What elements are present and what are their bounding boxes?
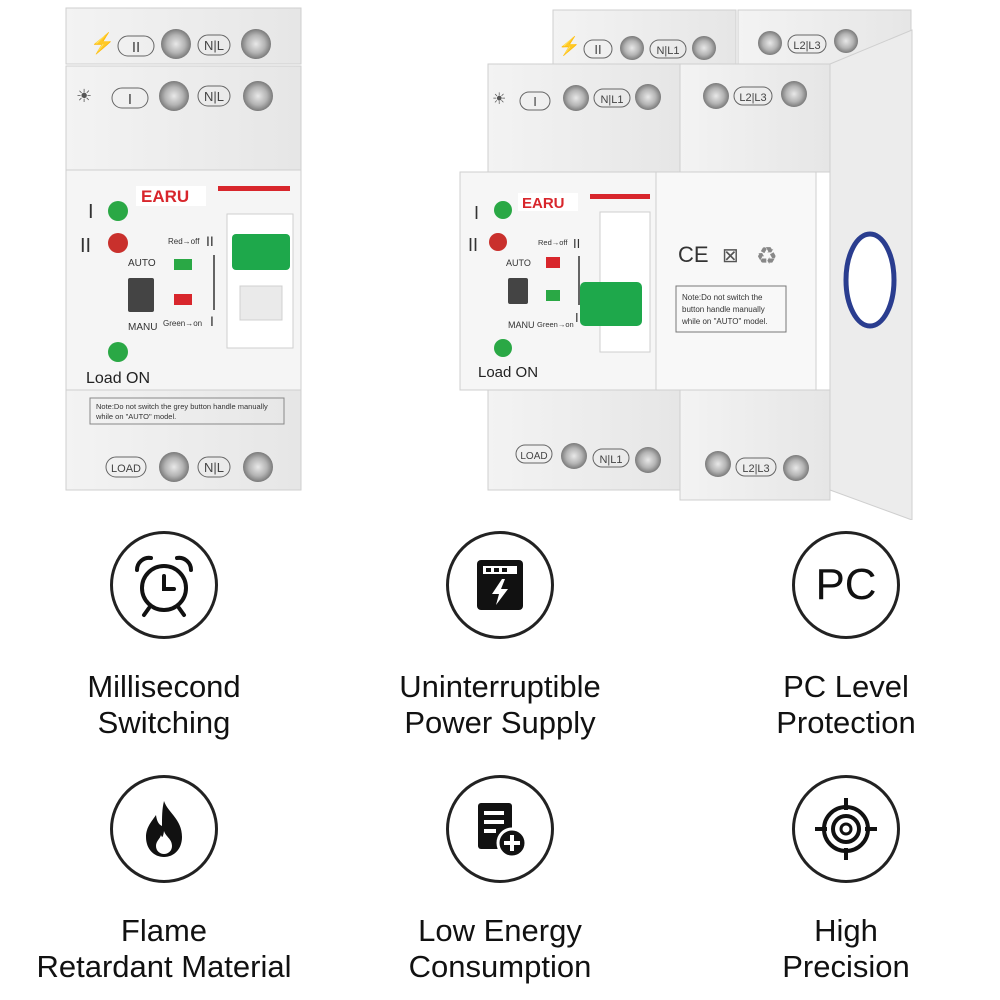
svg-text:I: I	[474, 203, 479, 223]
svg-text:II: II	[594, 42, 601, 57]
feature-label: Uninterruptible Power Supply	[399, 669, 601, 740]
svg-text:LOAD: LOAD	[520, 451, 547, 462]
svg-text:N|L1: N|L1	[600, 94, 623, 106]
alarm-clock-icon	[134, 555, 194, 617]
svg-text:I: I	[533, 94, 537, 109]
svg-text:I: I	[210, 313, 214, 329]
feature-high-precision: High Precision	[696, 775, 996, 985]
right-transfer-switch: ⚡ II N|L1 L2|L3 ☀ I N|L1 L2|L3 I II EARU…	[459, 9, 913, 520]
feature-low-energy-consumption: Low Energy Consumption	[350, 775, 650, 985]
product-photo: ⚡ II N|L ☀ I N|L I II EARU AUTO MANU Red…	[65, 7, 913, 520]
svg-text:L2|L3: L2|L3	[742, 463, 769, 475]
certification-seal-icon	[843, 231, 897, 329]
svg-text:AUTO: AUTO	[506, 258, 531, 268]
recycle-icon: ♻	[756, 243, 778, 270]
left-load-on-label: Load ON	[86, 370, 150, 387]
pc-icon: PC	[815, 560, 877, 609]
svg-text:⚡: ⚡	[558, 35, 580, 57]
svg-text:Green→on: Green→on	[163, 319, 202, 328]
svg-text:AUTO: AUTO	[128, 258, 156, 269]
feature-label: PC Level Protection	[776, 669, 916, 740]
solar-home-icon: ☀	[76, 86, 92, 106]
left-indicator-1-label: I	[88, 201, 94, 223]
grid-tower-icon: ⚡	[90, 31, 115, 55]
feature-label: Low Energy Consumption	[408, 913, 592, 984]
svg-text:☀: ☀	[492, 91, 506, 108]
svg-text:Note:Do not switch the grey bu: Note:Do not switch the grey button handl…	[96, 402, 268, 411]
weee-icon: ⊠	[722, 245, 739, 267]
feature-millisecond-switching: Millisecond Switching	[14, 531, 314, 741]
flame-icon	[146, 801, 182, 857]
svg-text:Red→off: Red→off	[168, 237, 200, 246]
feature-label: High Precision	[782, 913, 910, 984]
right-brand-logo: EARU	[522, 195, 565, 212]
svg-text:Red→off: Red→off	[538, 238, 568, 247]
svg-text:MANU: MANU	[128, 322, 157, 333]
svg-text:II: II	[573, 236, 580, 251]
left-terminal-top: N|L	[204, 38, 224, 53]
svg-text:N|L: N|L	[204, 460, 224, 475]
target-icon	[815, 798, 877, 860]
left-green-handle	[232, 234, 290, 270]
svg-text:L2|L3: L2|L3	[739, 92, 766, 104]
svg-text:N|L1: N|L1	[656, 45, 679, 57]
svg-text:Green→on: Green→on	[537, 320, 574, 329]
svg-text:II: II	[468, 235, 478, 255]
svg-text:MANU: MANU	[508, 320, 535, 330]
left-port-top-2: II	[132, 39, 140, 56]
feature-label: Millisecond Switching	[87, 669, 241, 740]
feature-label: Flame Retardant Material	[36, 913, 292, 984]
feature-flame-retardant-material: Flame Retardant Material	[14, 775, 314, 985]
document-plus-icon	[478, 803, 528, 859]
svg-text:I: I	[575, 310, 579, 325]
svg-text:while on "AUTO" model.: while on "AUTO" model.	[681, 317, 768, 326]
left-indicator-2-label: II	[80, 235, 91, 257]
svg-text:N|L1: N|L1	[599, 454, 622, 466]
svg-text:Load ON: Load ON	[478, 364, 538, 381]
power-supply-icon	[477, 560, 523, 610]
left-transfer-switch: ⚡ II N|L ☀ I N|L I II EARU AUTO MANU Red…	[65, 7, 302, 491]
svg-text:Note:Do not switch the: Note:Do not switch the	[682, 293, 763, 302]
feature-pc-level-protection: PC PC Level Protection	[696, 531, 996, 741]
svg-text:II: II	[206, 233, 214, 249]
svg-text:N|L: N|L	[204, 89, 224, 104]
svg-text:while on "AUTO" model.: while on "AUTO" model.	[95, 412, 176, 421]
feature-uninterruptible-power-supply: Uninterruptible Power Supply	[350, 531, 650, 741]
right-green-handle	[580, 282, 642, 326]
svg-text:button handle manually: button handle manually	[682, 305, 765, 314]
left-brand-logo: EARU	[141, 187, 189, 206]
ce-mark: CE	[678, 242, 709, 267]
left-load-port: LOAD	[111, 463, 141, 475]
left-port-top-1: I	[128, 91, 132, 108]
svg-text:L2|L3: L2|L3	[793, 40, 820, 52]
